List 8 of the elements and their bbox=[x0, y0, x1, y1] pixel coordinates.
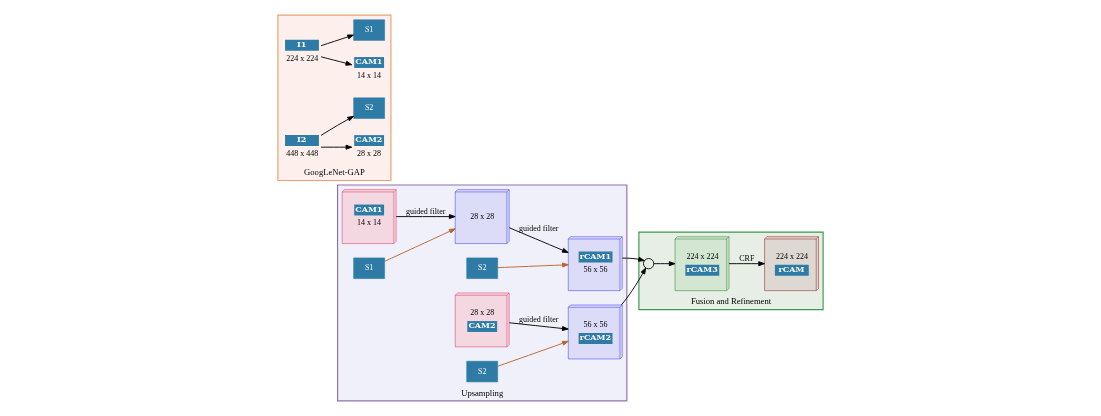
edge-label: guided filter bbox=[405, 207, 446, 217]
node-label: 28 x 28 bbox=[357, 148, 382, 158]
node-label: 14 x 14 bbox=[357, 70, 382, 80]
edge-label: CRF bbox=[739, 254, 755, 264]
edge-label: guided filter bbox=[519, 314, 559, 324]
edge-label: guided filter bbox=[519, 223, 559, 233]
node-label: 448 x 448 bbox=[286, 148, 319, 158]
node-label: 224 x 224 bbox=[286, 53, 319, 63]
